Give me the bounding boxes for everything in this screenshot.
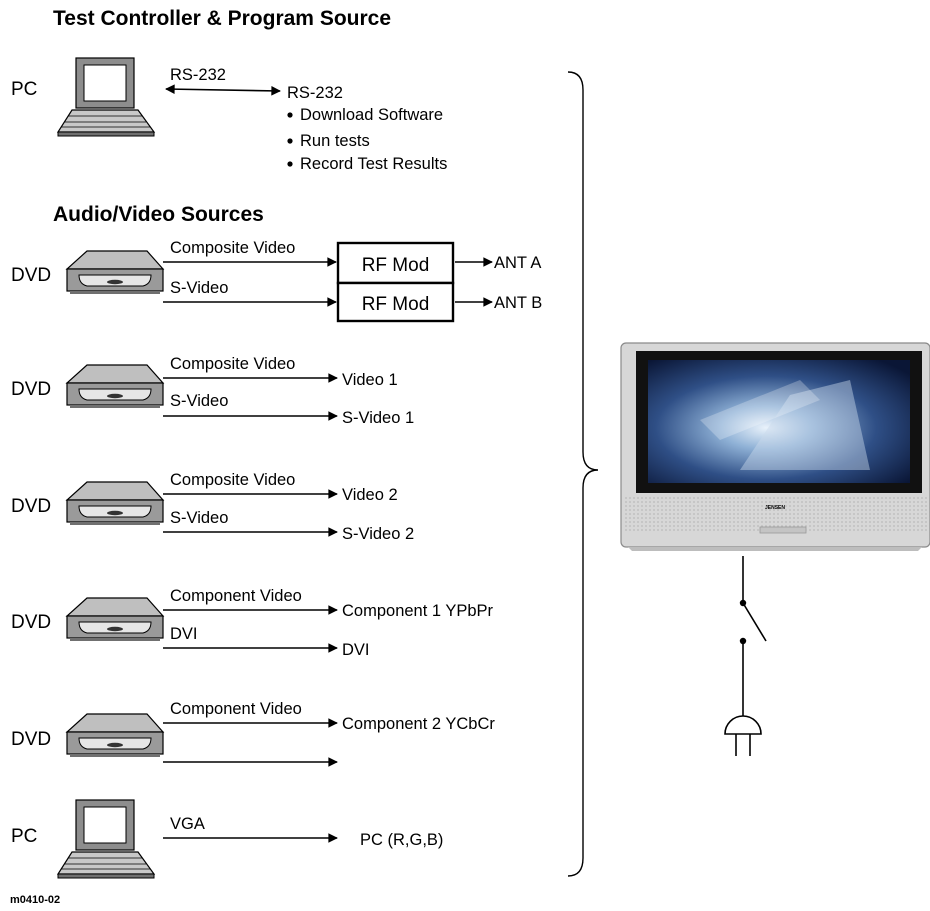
signal-b-label: S-Video bbox=[170, 509, 228, 527]
rf-modulator-label: RF Mod bbox=[362, 255, 430, 276]
tv-input-label: S-Video 2 bbox=[342, 525, 414, 543]
power-switch-icon bbox=[739, 556, 767, 713]
dvd-player-icon bbox=[66, 364, 164, 409]
tv-input-label: Component 2 YCbCr bbox=[342, 715, 495, 733]
signal-a-label: Composite Video bbox=[170, 355, 295, 373]
signal-a-label: Component Video bbox=[170, 587, 302, 605]
tv-input-label: ANT A bbox=[494, 254, 541, 272]
function-item: Record Test Results bbox=[300, 155, 447, 173]
tv-input-label: Video 2 bbox=[342, 486, 398, 504]
dvd-player-icon bbox=[66, 713, 164, 758]
laptop-icon bbox=[57, 799, 155, 879]
tv-brand-label: JENSEN bbox=[765, 505, 785, 511]
tv-input-label: DVI bbox=[342, 641, 370, 659]
figure-id: m0410-02 bbox=[10, 894, 60, 906]
source-row-1: DVD Composite Video S-Video RF Mod RF Mo… bbox=[11, 239, 542, 323]
signal-a-label: Component Video bbox=[170, 700, 302, 718]
controller-pc-label: PC bbox=[11, 79, 37, 100]
bullet-icon bbox=[287, 138, 293, 144]
function-item: Download Software bbox=[300, 106, 443, 124]
source-device-label: DVD bbox=[11, 496, 51, 517]
rf-modulator-box bbox=[336, 281, 455, 323]
tv-screen bbox=[648, 360, 910, 483]
signal-a-label: VGA bbox=[170, 815, 205, 833]
source-row-6: PC VGA PC (R,G,B) bbox=[11, 799, 443, 879]
source-row-3: DVD Composite Video Video 2 S-Video S-Vi… bbox=[11, 471, 414, 543]
tv-input-label: S-Video 1 bbox=[342, 409, 414, 427]
bullet-icon bbox=[287, 112, 293, 118]
curly-brace bbox=[567, 71, 599, 877]
signal-a-label: Composite Video bbox=[170, 239, 295, 257]
rs232-link-arrow bbox=[165, 84, 281, 96]
rs232-cable-label: RS-232 bbox=[170, 66, 226, 84]
source-row-2: DVD Composite Video Video 1 S-Video S-Vi… bbox=[11, 355, 414, 427]
signal-b-label: S-Video bbox=[170, 392, 228, 410]
rf-modulator-label: RF Mod bbox=[362, 294, 430, 315]
source-device-label: DVD bbox=[11, 265, 51, 286]
rs232-port-label: RS-232 bbox=[287, 84, 343, 102]
signal-b-label: DVI bbox=[170, 625, 198, 643]
function-item: Run tests bbox=[300, 132, 370, 150]
rf-modulator-box bbox=[336, 241, 455, 285]
tv-input-label: Component 1 YPbPr bbox=[342, 602, 494, 620]
source-device-label: DVD bbox=[11, 379, 51, 400]
power-plug-icon bbox=[724, 713, 762, 756]
television-icon: JENSEN bbox=[620, 342, 930, 551]
controller-heading: Test Controller & Program Source bbox=[53, 7, 391, 30]
tv-input-label: Video 1 bbox=[342, 371, 398, 389]
av-sources-heading: Audio/Video Sources bbox=[53, 203, 264, 226]
tv-input-label: PC (R,G,B) bbox=[360, 831, 443, 849]
dvd-player-icon bbox=[66, 250, 164, 295]
dvd-player-icon bbox=[66, 597, 164, 642]
signal-a-label: Composite Video bbox=[170, 471, 295, 489]
source-row-4: DVD Component Video Component 1 YPbPr DV… bbox=[11, 587, 494, 659]
bullet-icon bbox=[287, 161, 293, 167]
source-row-5: DVD Component Video Component 2 YCbCr bbox=[11, 700, 495, 767]
source-device-label: PC bbox=[11, 826, 37, 847]
controller-function-list: Download Software Run tests Record Test … bbox=[287, 106, 447, 173]
signal-b-label: S-Video bbox=[170, 279, 228, 297]
source-device-label: DVD bbox=[11, 612, 51, 633]
source-device-label: DVD bbox=[11, 729, 51, 750]
dvd-player-icon bbox=[66, 481, 164, 526]
tv-input-label: ANT B bbox=[494, 294, 542, 312]
laptop-icon bbox=[57, 57, 155, 137]
